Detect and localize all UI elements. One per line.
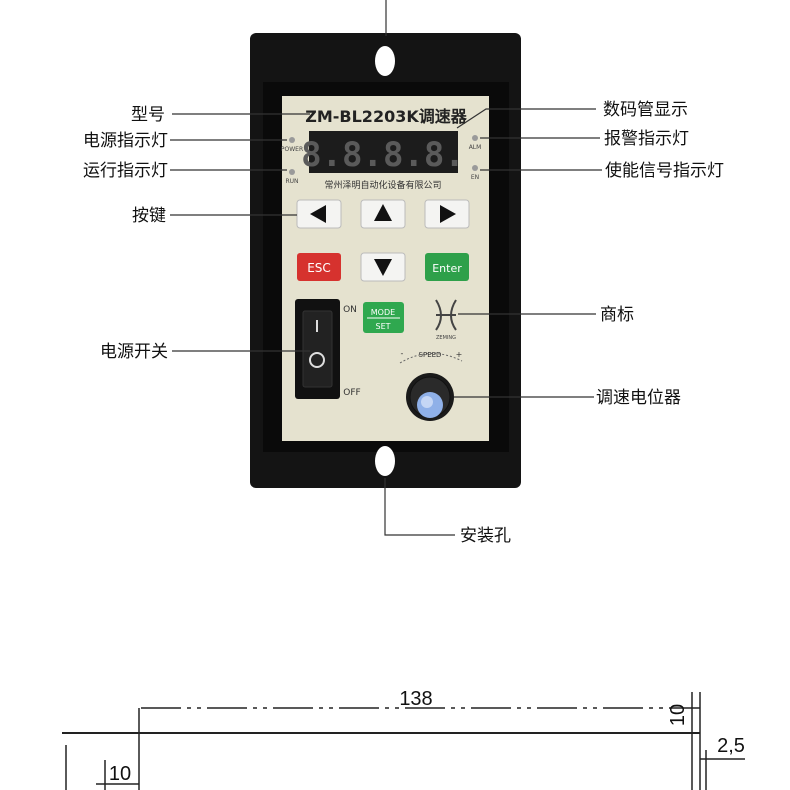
label-run-led: 运行指示灯 <box>83 161 168 181</box>
brand-logo: ZEMING <box>435 299 457 341</box>
label-logo: 商标 <box>600 305 634 325</box>
up-arrow-button[interactable] <box>360 199 406 229</box>
en-led <box>472 165 478 171</box>
run-led-label: RUN <box>285 178 298 185</box>
down-arrow-button[interactable] <box>360 252 406 282</box>
logo-text: ZEMING <box>436 335 456 341</box>
label-potentiometer: 调速电位器 <box>596 388 681 408</box>
label-power-led: 电源指示灯 <box>83 131 168 151</box>
dimension-drawing <box>62 692 745 790</box>
label-display: 数码管显示 <box>603 100 688 120</box>
power-led <box>289 137 295 143</box>
alm-led-label: ALM <box>469 144 482 151</box>
mount-hole-bottom <box>375 446 395 476</box>
right-arrow-icon <box>440 205 456 223</box>
mount-hole-top <box>375 46 395 76</box>
power-led-label: POWER <box>281 146 303 153</box>
left-arrow-icon <box>310 205 326 223</box>
speed-label: SPEED <box>419 351 442 359</box>
right-arrow-button[interactable] <box>424 199 470 229</box>
label-keys: 按键 <box>132 206 166 226</box>
dim-width: 138 <box>399 688 432 710</box>
left-arrow-button[interactable] <box>296 199 342 229</box>
company-name: 常州泽明自动化设备有限公司 <box>324 179 441 191</box>
en-led-label: EN <box>471 174 479 181</box>
esc-label: ESC <box>307 261 331 275</box>
up-arrow-icon <box>374 204 392 221</box>
label-power-switch: 电源开关 <box>100 342 168 362</box>
display-digits: 8.8.8.8. <box>301 135 465 175</box>
label-enable-led: 使能信号指示灯 <box>605 160 724 181</box>
switch-on-label: ON <box>343 305 357 315</box>
dim-margin: 10 <box>109 763 131 785</box>
label-model: 型号 <box>131 105 165 125</box>
speed-plus: + <box>456 350 463 359</box>
mode-label: MODE <box>371 308 395 317</box>
label-alarm-led: 报警指示灯 <box>604 129 689 149</box>
enter-button[interactable]: Enter <box>425 253 469 281</box>
dim-side: 10 <box>667 704 689 726</box>
run-led <box>289 169 295 175</box>
speed-arc <box>399 352 463 364</box>
power-switch[interactable] <box>295 299 340 399</box>
dim-thickness: 2,5 <box>717 735 745 757</box>
esc-button[interactable]: ESC <box>297 253 341 281</box>
speed-minus: - <box>401 349 404 358</box>
set-label: SET <box>375 322 390 331</box>
switch-off-label: OFF <box>343 388 360 398</box>
model-label: ZM-BL2203K调速器 <box>305 107 467 126</box>
callout-lines <box>170 0 602 536</box>
down-arrow-icon <box>374 259 392 276</box>
mode-set-button[interactable]: MODE SET <box>363 302 404 333</box>
alm-led <box>472 135 478 141</box>
enter-label: Enter <box>432 262 462 275</box>
speed-knob[interactable] <box>406 373 454 421</box>
seven-segment-display <box>309 131 458 173</box>
label-mount-hole: 安装孔 <box>460 526 511 546</box>
